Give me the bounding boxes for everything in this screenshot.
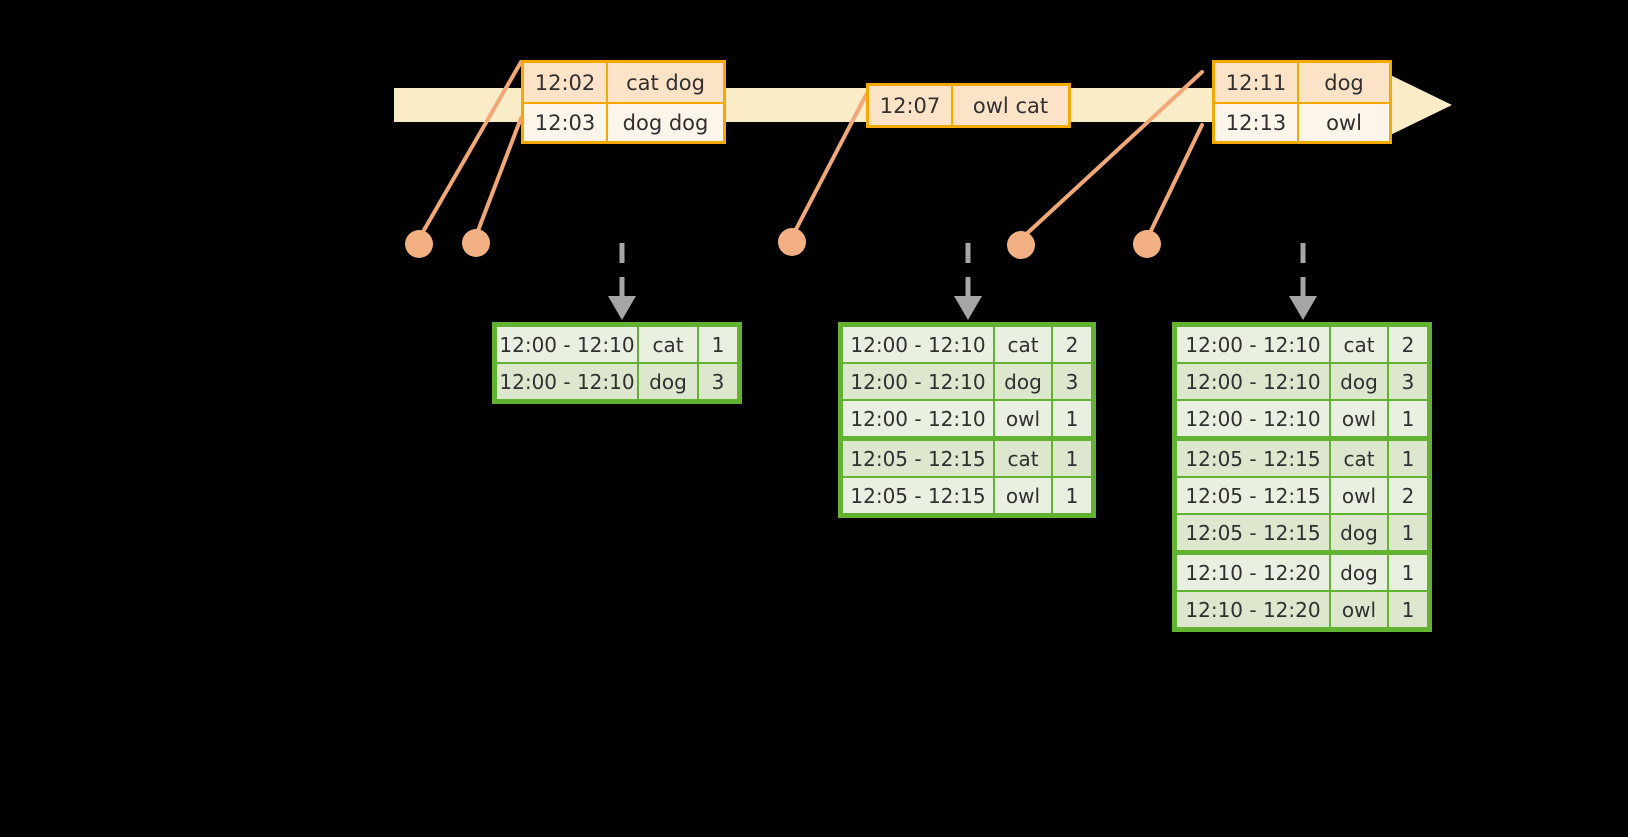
cell-window: 12:05 - 12:15 bbox=[1177, 441, 1329, 476]
cell-count: 2 bbox=[1053, 327, 1091, 362]
emit-arrow-head-1 bbox=[608, 296, 636, 320]
emit-arrow-head-3 bbox=[1289, 296, 1317, 320]
cell-window: 12:00 - 12:10 bbox=[1177, 364, 1329, 399]
event-text: owl bbox=[1299, 104, 1389, 141]
cell-key: owl bbox=[1331, 401, 1387, 436]
cell-count: 1 bbox=[1053, 478, 1091, 513]
event-marker-12-03 bbox=[462, 229, 490, 257]
event-markers bbox=[405, 228, 1161, 259]
cell-key: cat bbox=[995, 441, 1051, 476]
cell-key: dog bbox=[1331, 515, 1387, 550]
cell-count: 3 bbox=[1389, 364, 1427, 399]
event-time: 12:13 bbox=[1215, 104, 1299, 141]
cell-window: 12:00 - 12:10 bbox=[843, 401, 993, 436]
cell-count: 1 bbox=[1389, 555, 1427, 590]
cell-count: 3 bbox=[1053, 364, 1091, 399]
event-marker-12-11 bbox=[1007, 231, 1035, 259]
cell-count: 1 bbox=[1389, 441, 1427, 476]
cell-key: owl bbox=[995, 401, 1051, 436]
cell-key: dog bbox=[1331, 364, 1387, 399]
event-text: cat dog bbox=[608, 63, 723, 102]
event-text: owl cat bbox=[953, 86, 1068, 125]
cell-count: 1 bbox=[1389, 592, 1427, 627]
cell-count: 3 bbox=[699, 364, 737, 399]
emit-arrow-head-2 bbox=[954, 296, 982, 320]
cell-key: dog bbox=[639, 364, 697, 399]
connector-12-02 bbox=[418, 60, 523, 239]
event-time: 12:02 bbox=[524, 63, 608, 102]
cell-window: 12:05 - 12:15 bbox=[843, 478, 993, 513]
emit-arrows bbox=[608, 243, 1317, 320]
cell-window: 12:00 - 12:10 bbox=[843, 327, 993, 362]
event-group-3[interactable]: 12:11 dog 12:13 owl bbox=[1212, 60, 1392, 144]
event-time: 12:03 bbox=[524, 104, 608, 141]
event-row[interactable]: 12:02 cat dog bbox=[524, 63, 723, 102]
cell-window: 12:05 - 12:15 bbox=[1177, 515, 1329, 550]
event-marker-12-13 bbox=[1133, 230, 1161, 258]
cell-window: 12:00 - 12:10 bbox=[497, 364, 637, 399]
cell-count: 1 bbox=[1389, 515, 1427, 550]
cell-key: dog bbox=[1331, 555, 1387, 590]
event-group-1[interactable]: 12:02 cat dog 12:03 dog dog bbox=[521, 60, 726, 144]
cell-key: cat bbox=[995, 327, 1051, 362]
cell-window: 12:00 - 12:10 bbox=[1177, 401, 1329, 436]
event-text: dog bbox=[1299, 63, 1389, 102]
cell-count: 2 bbox=[1389, 327, 1427, 362]
cell-count: 2 bbox=[1389, 478, 1427, 513]
event-row[interactable]: 12:11 dog bbox=[1215, 63, 1389, 102]
event-row[interactable]: 12:13 owl bbox=[1215, 102, 1389, 141]
cell-key: cat bbox=[639, 327, 697, 362]
cell-count: 1 bbox=[1389, 401, 1427, 436]
cell-count: 1 bbox=[699, 327, 737, 362]
cell-window: 12:10 - 12:20 bbox=[1177, 592, 1329, 627]
cell-window: 12:00 - 12:10 bbox=[843, 364, 993, 399]
cell-window: 12:00 - 12:10 bbox=[497, 327, 637, 362]
connector-12-13 bbox=[1145, 123, 1204, 241]
cell-window: 12:00 - 12:10 bbox=[1177, 327, 1329, 362]
event-text: dog dog bbox=[608, 104, 723, 141]
cell-count: 1 bbox=[1053, 401, 1091, 436]
event-marker-12-07 bbox=[778, 228, 806, 256]
event-row[interactable]: 12:07 owl cat bbox=[869, 86, 1068, 125]
connector-12-03 bbox=[474, 116, 523, 238]
cell-key: owl bbox=[995, 478, 1051, 513]
cell-key: owl bbox=[1331, 592, 1387, 627]
event-time: 12:11 bbox=[1215, 63, 1299, 102]
cell-key: cat bbox=[1331, 327, 1387, 362]
event-group-2[interactable]: 12:07 owl cat bbox=[866, 83, 1071, 128]
cell-window: 12:10 - 12:20 bbox=[1177, 555, 1329, 590]
cell-window: 12:05 - 12:15 bbox=[843, 441, 993, 476]
event-time: 12:07 bbox=[869, 86, 953, 125]
cell-window: 12:05 - 12:15 bbox=[1177, 478, 1329, 513]
event-row[interactable]: 12:03 dog dog bbox=[524, 102, 723, 141]
cell-key: dog bbox=[995, 364, 1051, 399]
connector-12-07 bbox=[790, 93, 868, 239]
cell-key: owl bbox=[1331, 478, 1387, 513]
cell-count: 1 bbox=[1053, 441, 1091, 476]
event-marker-12-02 bbox=[405, 230, 433, 258]
cell-key: cat bbox=[1331, 441, 1387, 476]
